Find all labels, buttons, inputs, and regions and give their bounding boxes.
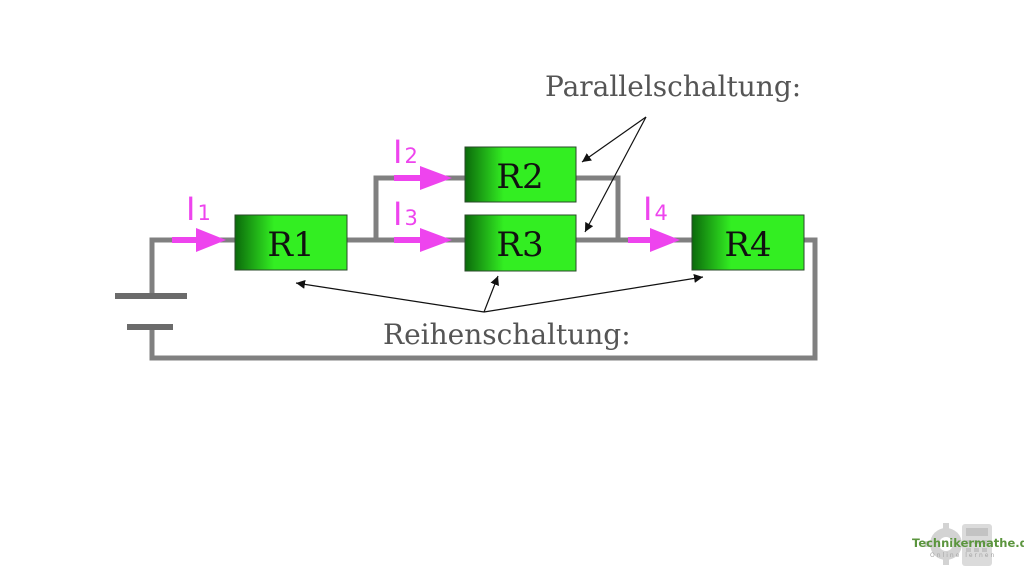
current-label-i2: I2 [393,133,418,171]
pointer-parallel-to-r3 [584,116,647,233]
pointer-series-to-r3 [483,275,499,313]
wire-r4-return [149,237,818,361]
annotation-series: Reihenschaltung: [383,318,631,351]
resistor-r3: R3 [464,214,577,272]
current-arrow-i4 [628,228,680,252]
current-arrow-i1 [172,228,226,252]
pointer-series-to-r1 [295,279,485,313]
annotation-pointers [295,116,704,313]
svg-text:R4: R4 [724,225,771,265]
pointer-parallel-to-r2 [581,116,647,163]
current-label-i3: I3 [393,195,418,233]
resistor-r2: R2 [464,146,577,203]
wire-r2-right [573,175,621,243]
resistor-r1: R1 [234,214,348,271]
svg-text:R3: R3 [496,225,543,265]
logo-subtext: Online lernen [930,552,996,559]
current-label-i4: I4 [643,190,668,228]
calculator-icon [962,524,992,566]
resistor-r4: R4 [691,214,805,271]
current-arrow-i3 [394,228,452,252]
current-arrow-i2 [394,166,452,190]
logo-text: Technikermathe.de [912,536,1024,550]
pointer-series-to-r4 [483,273,704,313]
svg-text:R1: R1 [267,225,314,265]
annotation-parallel: Parallelschaltung: [545,70,801,103]
site-logo: Technikermathe.de Online lernen [912,523,1024,566]
current-arrows [172,166,680,252]
wire-battery-to-r1 [149,237,239,299]
battery-symbol [115,293,187,330]
current-label-i1: I1 [186,190,211,228]
svg-text:R2: R2 [496,157,543,197]
